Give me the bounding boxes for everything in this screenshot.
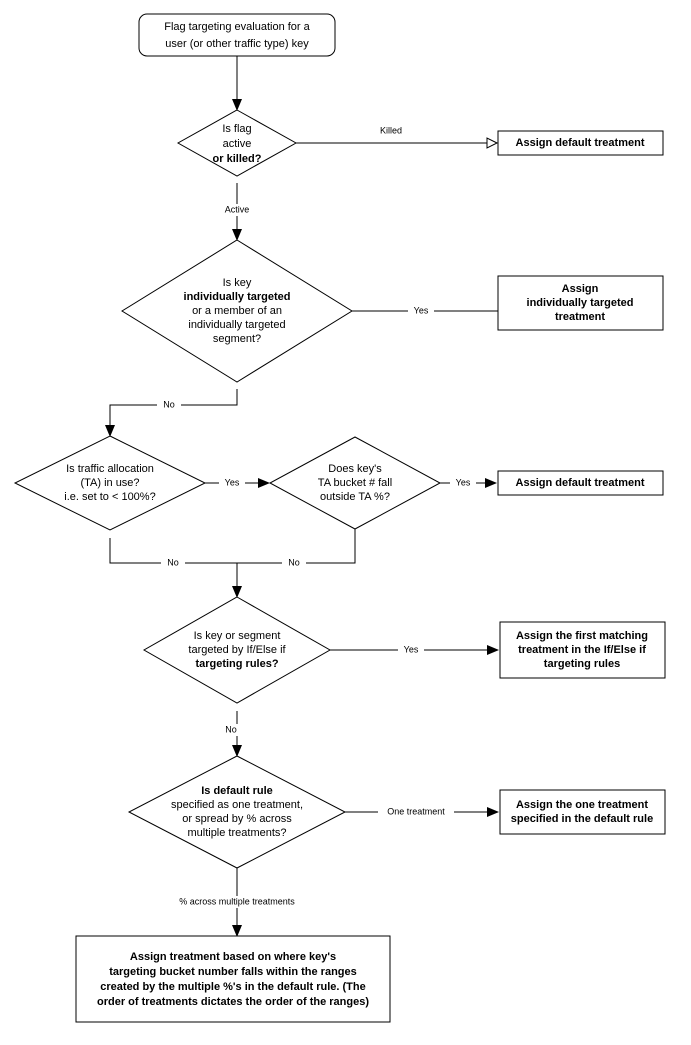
node-defrule-line-1: specified as one treatment, [171, 799, 303, 811]
node-start-line-0: Flag targeting evaluation for a [164, 21, 310, 33]
node-result-first-line-0: Assign the first matching [516, 630, 648, 642]
node-defrule-line-2: or spread by % across [182, 813, 292, 825]
edge-label-active: Active [225, 204, 250, 214]
node-flag-line-2: or killed? [213, 153, 262, 165]
node-result-spread-line-2: created by the multiple %'s in the defau… [100, 981, 365, 993]
node-ifelse-line-0: Is key or segment [194, 630, 281, 642]
edge-default-spread-percent: % across multiple treatments [157, 865, 319, 937]
node-result-killed-line-0: Assign default treatment [516, 137, 645, 149]
node-indiv-line-2: or a member of an [192, 305, 282, 317]
node-result-individually-targeted[interactable]: Assign individually targeted treatment [497, 275, 664, 331]
node-decision-default-rule[interactable]: Is default rule specified as one treatme… [127, 755, 347, 869]
edge-label-individually-yes: Yes [414, 305, 429, 315]
edge-label-killed: Killed [380, 125, 402, 135]
node-result-spread-line-3: order of treatments dictates the order o… [97, 996, 369, 1008]
edge-label-bucket-yes: Yes [456, 477, 471, 487]
edge-individually-no: No [105, 389, 238, 437]
node-result-one-treatment[interactable]: Assign the one treatment specified in th… [499, 789, 666, 835]
edge-ta-no: No [109, 538, 237, 569]
node-result-spread-percent[interactable]: Assign treatment based on where key's ta… [75, 935, 391, 1023]
node-result-first-line-2: targeting rules [544, 658, 620, 670]
edge-label-ifelse-yes: Yes [404, 644, 419, 654]
node-bucket-line-0: Does key's [328, 463, 382, 475]
edge-label-ta-no: No [167, 557, 179, 567]
node-result-indiv-line-1: individually targeted [527, 297, 634, 309]
node-result-spread-line-0: Assign treatment based on where key's [130, 951, 336, 963]
node-bucket-line-1: TA bucket # fall [318, 477, 392, 489]
edge-flag-killed: Killed [296, 125, 499, 149]
node-result-indiv-line-2: treatment [555, 311, 605, 323]
node-ta-line-0: Is traffic allocation [66, 463, 154, 475]
node-decision-traffic-allocation[interactable]: Is traffic allocation (TA) in use? i.e. … [13, 435, 207, 531]
edge-bucket-no: No [237, 528, 356, 569]
node-start[interactable]: Flag targeting evaluation for a user (or… [138, 13, 336, 57]
edge-junction-to-ifelse [232, 563, 242, 598]
node-indiv-line-1: individually targeted [184, 291, 291, 303]
node-result-default-killed[interactable]: Assign default treatment [497, 130, 664, 156]
node-result-spread-line-1: targeting bucket number falls within the… [109, 966, 357, 978]
edge-label-one-treatment: One treatment [387, 806, 445, 816]
node-decision-ifelse-rules[interactable]: Is key or segment targeted by If/Else if… [142, 596, 332, 704]
node-result-indiv-line-0: Assign [562, 283, 599, 295]
node-result-first-line-1: treatment in the If/Else if [518, 644, 646, 656]
node-ta-line-1: (TA) in use? [80, 477, 139, 489]
node-ifelse-line-1: targeted by If/Else if [188, 644, 286, 656]
node-decision-flag-active[interactable]: Is flag active or killed? [176, 109, 298, 177]
node-decision-ta-bucket[interactable]: Does key's TA bucket # fall outside TA %… [268, 436, 442, 530]
node-result-one-line-1: specified in the default rule [511, 813, 653, 825]
node-ta-line-2: i.e. set to < 100%? [64, 491, 155, 503]
node-flag-line-1: active [223, 138, 252, 150]
node-defrule-line-0: Is default rule [201, 785, 273, 797]
edge-label-ifelse-no: No [225, 724, 237, 734]
node-bucket-line-2: outside TA %? [320, 491, 390, 503]
node-indiv-line-3: individually targeted [188, 319, 285, 331]
node-result-first-matching[interactable]: Assign the first matching treatment in t… [499, 621, 666, 679]
edge-label-bucket-no: No [288, 557, 300, 567]
edge-flag-active: Active [219, 183, 255, 241]
node-flag-line-0: Is flag [222, 123, 251, 135]
node-result-default-outside-ta[interactable]: Assign default treatment [497, 470, 664, 496]
edge-bucket-yes: Yes [440, 477, 497, 489]
edge-ta-yes: Yes [205, 477, 270, 489]
edge-label-spread-percent: % across multiple treatments [179, 896, 295, 906]
edge-label-ta-yes: Yes [225, 477, 240, 487]
node-start-line-1: user (or other traffic type) key [165, 38, 309, 50]
edge-label-individually-no: No [163, 399, 175, 409]
edge-default-one-treatment: One treatment [345, 806, 499, 818]
node-defrule-line-3: multiple treatments? [187, 827, 286, 839]
edge-individually-yes: Yes [352, 305, 498, 317]
edge-ifelse-no: No [219, 711, 243, 757]
node-result-outside-ta-line-0: Assign default treatment [516, 477, 645, 489]
node-ifelse-line-2: targeting rules? [195, 658, 278, 670]
node-result-one-line-0: Assign the one treatment [516, 799, 648, 811]
node-indiv-line-4: segment? [213, 333, 261, 345]
node-indiv-line-0: Is key [223, 277, 252, 289]
edge-start-to-flag-decision [232, 55, 242, 111]
node-decision-individually-targeted[interactable]: Is key individually targeted or a member… [121, 239, 353, 383]
edge-ifelse-yes: Yes [330, 644, 499, 656]
